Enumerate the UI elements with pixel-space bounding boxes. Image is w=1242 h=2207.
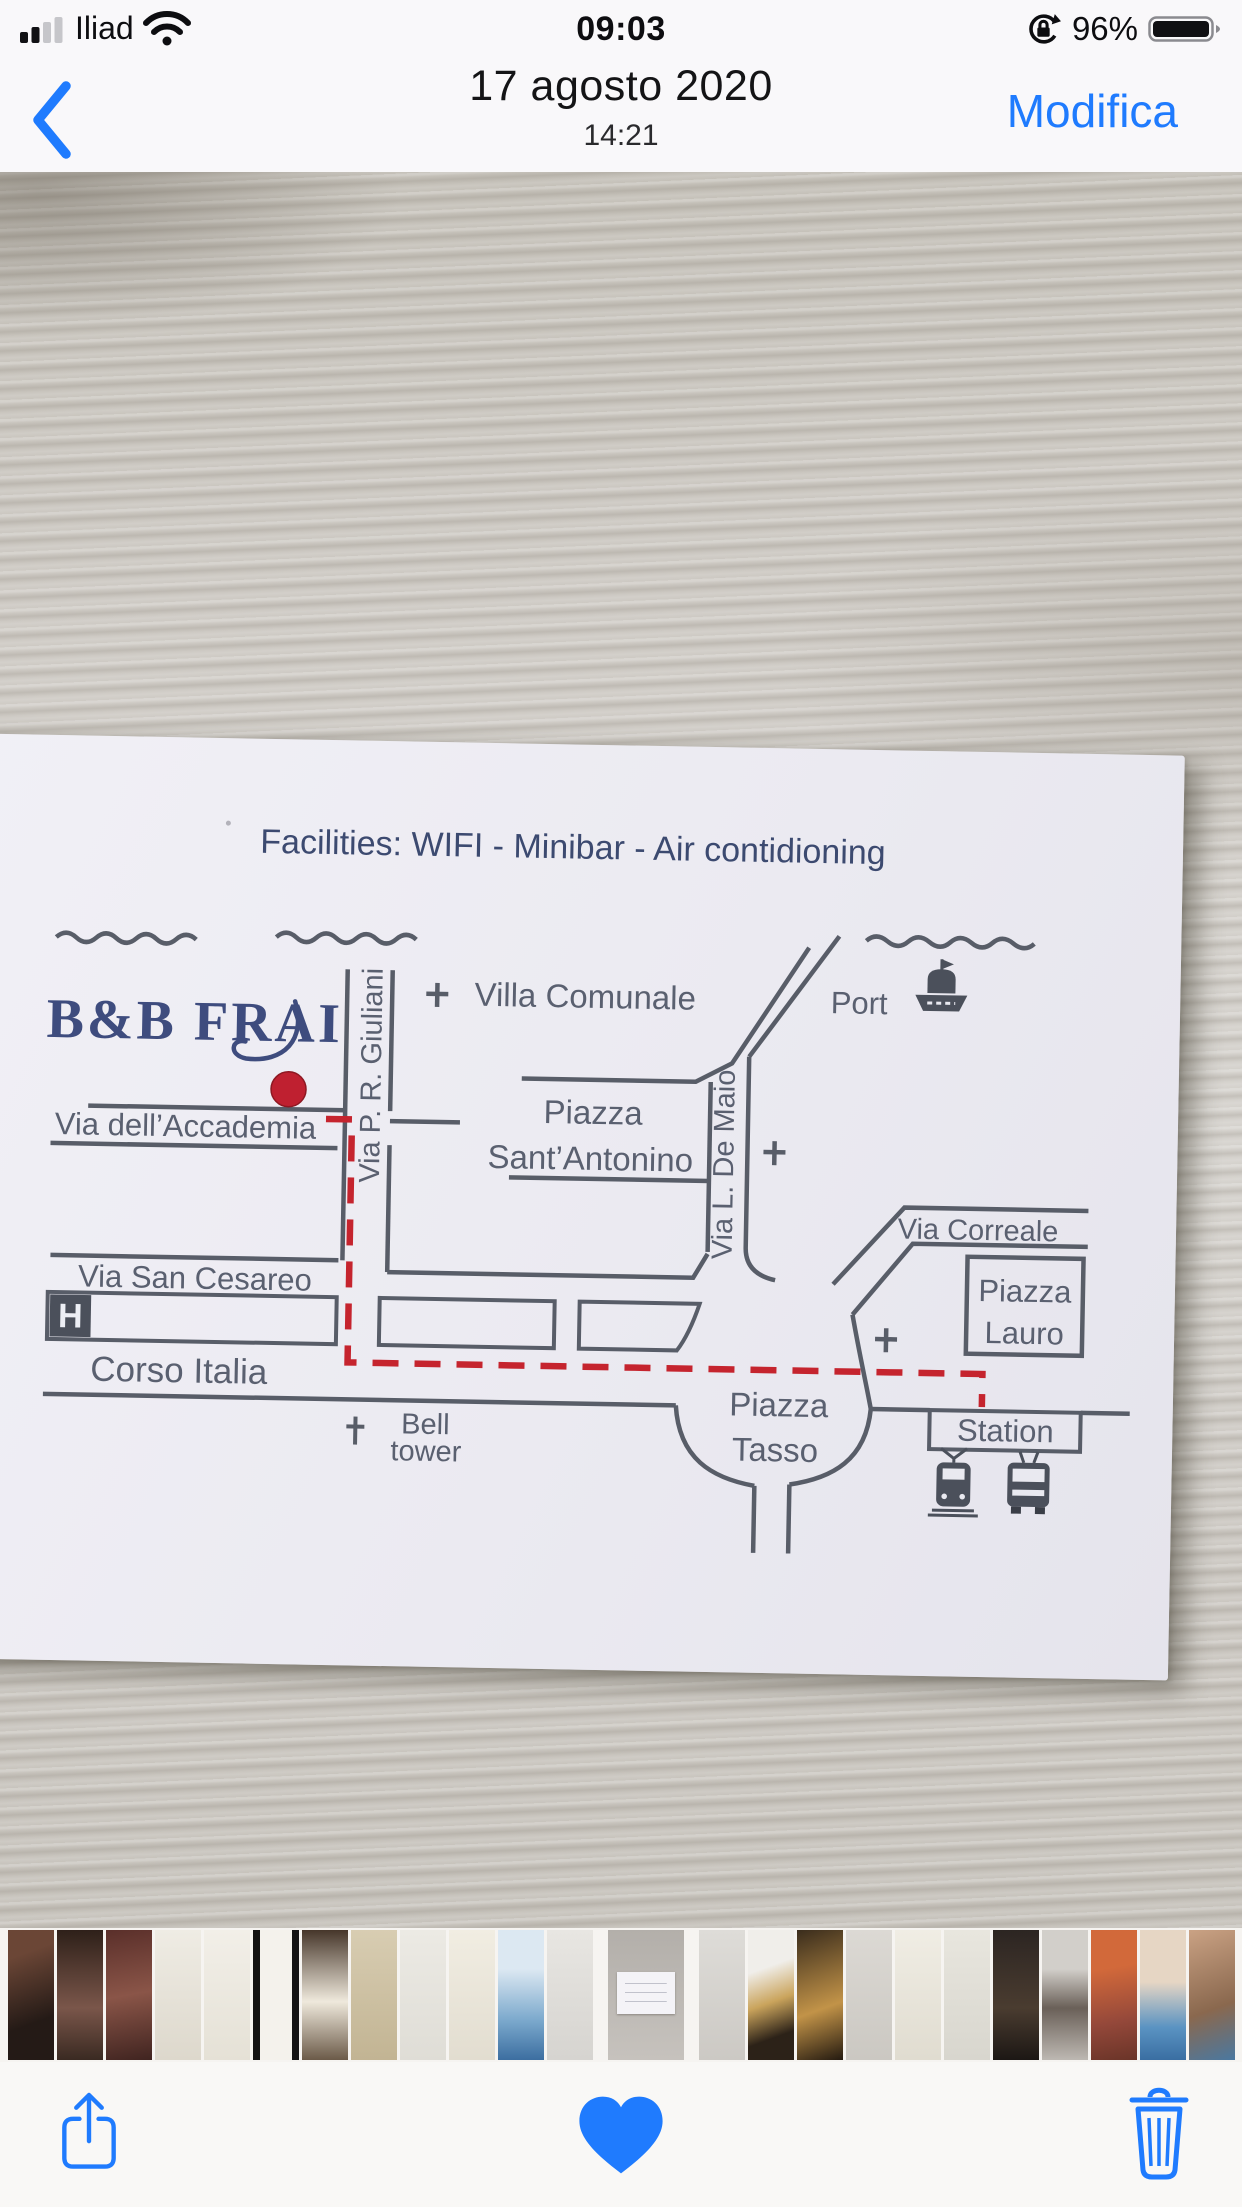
photo-thumbnail[interactable] (56, 1930, 103, 2060)
favorite-button[interactable] (573, 2092, 669, 2183)
photo-thumbnail[interactable] (992, 1930, 1039, 2060)
brand-swash (231, 999, 301, 1062)
facilities-line: Facilities: WIFI - Minibar - Air contidi… (260, 823, 886, 872)
label-bell-tower-1: Bell (401, 1408, 450, 1441)
hotel-marker: H (49, 1294, 92, 1338)
battery-icon (1148, 16, 1220, 42)
photo-thumbnail[interactable] (943, 1930, 990, 2060)
label-piazza-lauro-2: Lauro (984, 1315, 1064, 1351)
label-villa-comunale: Villa Comunale (474, 976, 696, 1017)
photo-thumbnail[interactable] (497, 1930, 544, 2060)
photo-date-title: 17 agosto 2020 (469, 62, 773, 110)
wifi-icon (142, 11, 191, 46)
label-via-san-cesareo: Via San Cesareo (78, 1258, 312, 1297)
label-station: Station (957, 1413, 1054, 1450)
photo-thumbnail[interactable] (448, 1930, 495, 2060)
battery-percent-label: 96% (1071, 10, 1138, 47)
status-right: 96% (1025, 10, 1222, 48)
bottom-toolbar (0, 2062, 1242, 2207)
delete-button[interactable] (1126, 2082, 1192, 2187)
label-via-accademia: Via dell’Accademia (55, 1106, 318, 1146)
photo-thumbnail[interactable] (1188, 1930, 1235, 2060)
current-photo-thumbnail[interactable] (607, 1930, 684, 2060)
ship-icon (915, 959, 968, 1012)
photo-thumbnail[interactable] (7, 1930, 54, 2060)
rotation-lock-icon (1029, 13, 1061, 44)
trash-icon (1129, 2087, 1189, 2180)
sea-wave-middle (274, 930, 418, 946)
church-cross-bell-tower (346, 1416, 365, 1445)
church-cross-lauro (875, 1328, 898, 1353)
back-button[interactable] (28, 78, 76, 162)
train-icon (927, 1447, 978, 1518)
nav-title-block: 17 agosto 2020 14:21 (0, 62, 1242, 153)
cellular-signal-icon (20, 16, 63, 43)
carrier-label: Iliad (75, 10, 134, 46)
label-via-correale: Via Correale (897, 1213, 1058, 1248)
bnb-map-card: H (0, 733, 1185, 1681)
photo-view[interactable]: H (0, 172, 1242, 1928)
photo-thumbnail[interactable] (1041, 1930, 1088, 2060)
edit-button[interactable]: Modifica (1006, 85, 1178, 137)
share-button[interactable] (54, 2080, 124, 2185)
share-icon (62, 2092, 116, 2169)
heart-filled-icon (579, 2096, 663, 2174)
nav-bar: 17 agosto 2020 14:21 Modifica (0, 54, 1242, 172)
label-piazza-tasso-2: Tasso (732, 1430, 819, 1469)
photo-thumbnail[interactable] (203, 1930, 250, 2060)
label-bell-tower-2: tower (390, 1435, 462, 1468)
label-port: Port (830, 985, 888, 1021)
photo-time-subtitle: 14:21 (583, 119, 659, 152)
hotel-marker-letter: H (58, 1297, 83, 1335)
photo-thumbnail[interactable] (698, 1930, 745, 2060)
photo-thumbnail[interactable] (252, 1930, 299, 2060)
label-piazza-tasso-1: Piazza (729, 1385, 829, 1424)
photo-thumbnail[interactable] (105, 1930, 152, 2060)
photo-thumbnail[interactable] (399, 1930, 446, 2060)
sea-wave-right (864, 934, 1036, 951)
status-bar: Iliad 09:03 96% (0, 0, 1242, 54)
bnb-brand: B&B FRAI (46, 988, 343, 1055)
hand-drawn-map: H (42, 820, 1130, 1554)
label-piazza-santantonino-2: Sant’Antonino (487, 1138, 693, 1179)
mini-map-card (616, 1972, 675, 2014)
photo-thumbnail[interactable] (301, 1930, 348, 2060)
church-cross-de-maio (763, 1141, 786, 1166)
status-left: Iliad (20, 10, 191, 47)
label-piazza-lauro-1: Piazza (978, 1273, 1072, 1310)
photo-thumbnail[interactable] (845, 1930, 892, 2060)
chevron-left-icon (33, 81, 71, 159)
label-corso-italia: Corso Italia (90, 1350, 268, 1392)
photo-thumbnail[interactable] (154, 1930, 201, 2060)
photo-thumbnail[interactable] (796, 1930, 843, 2060)
sea-wave-left (54, 930, 198, 946)
photo-thumbnail[interactable] (894, 1930, 941, 2060)
walking-route-dashed (325, 1115, 986, 1408)
label-via-de-maio: Via L. De Maio (706, 1069, 741, 1259)
church-cross-villa-comunale (426, 982, 449, 1008)
label-via-giuliani: Via P. R. Giuliani (354, 968, 390, 1183)
photo-thumbnail[interactable] (1090, 1930, 1137, 2060)
status-time: 09:03 (576, 10, 666, 48)
thumbnail-strip[interactable] (0, 1928, 1242, 2062)
photo-thumbnail[interactable] (747, 1930, 794, 2060)
label-piazza-santantonino-1: Piazza (543, 1093, 643, 1132)
bnb-location-marker (270, 1071, 307, 1108)
photo-thumbnail[interactable] (350, 1930, 397, 2060)
bus-icon (1007, 1451, 1050, 1515)
photo-thumbnail[interactable] (546, 1930, 593, 2060)
photo-thumbnail[interactable] (1139, 1930, 1186, 2060)
